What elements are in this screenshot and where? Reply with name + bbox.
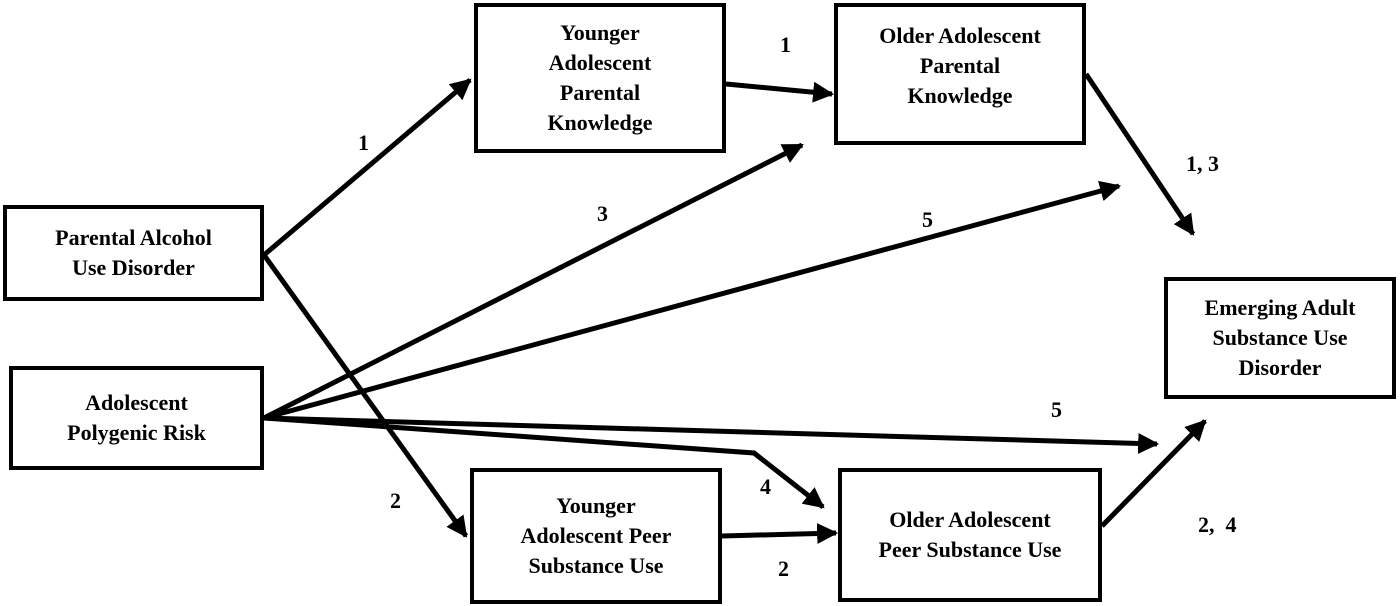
node-older-adolescent-parental-knowledge: Older Adolescent Parental Knowledge xyxy=(834,3,1086,145)
label-older-peer-to-sud: 2, 4 xyxy=(1198,512,1237,537)
arrow-aud-to-younger-knowledge xyxy=(262,78,472,257)
arrow-older-peer-to-sud xyxy=(1100,419,1207,528)
label-older-knowledge-to-sud: 1, 3 xyxy=(1186,151,1219,176)
arrow-younger-to-older-knowledge xyxy=(725,81,835,103)
node-emerging-adult-substance-use-disorder: Emerging Adult Substance Use Disorder xyxy=(1164,277,1396,399)
node-younger-adolescent-parental-knowledge: Younger Adolescent Parental Knowledge xyxy=(474,3,726,153)
label-aud-to-younger-knowledge: 1 xyxy=(358,130,369,155)
label-risk-to-sud-lower: 5 xyxy=(1051,397,1062,422)
label-younger-to-older-knowledge: 1 xyxy=(780,32,791,57)
label-risk-to-sud-upper: 5 xyxy=(922,207,933,232)
arrow-aud-to-younger-peer xyxy=(261,253,469,538)
label-risk-to-older-peer: 4 xyxy=(760,474,771,499)
arrow-younger-to-older-peer xyxy=(721,523,839,544)
node-younger-adolescent-peer-substance-use: Younger Adolescent Peer Substance Use xyxy=(470,468,722,604)
arrow-risk-to-older-peer xyxy=(263,415,825,509)
label-risk-to-older-knowledge: 3 xyxy=(597,201,608,226)
arrow-older-knowledge-to-sud xyxy=(1083,72,1196,236)
node-parental-alcohol-use-disorder: Parental Alcohol Use Disorder xyxy=(3,205,264,301)
node-older-adolescent-peer-substance-use: Older Adolescent Peer Substance Use xyxy=(838,468,1102,602)
label-aud-to-younger-peer: 2 xyxy=(390,488,401,513)
node-adolescent-polygenic-risk: Adolescent Polygenic Risk xyxy=(9,366,264,470)
arrow-risk-to-sud-upper xyxy=(263,180,1122,421)
arrow-risk-to-sud-lower xyxy=(263,415,1160,454)
label-younger-to-older-peer: 2 xyxy=(778,556,789,581)
arrow-risk-to-older-knowledge xyxy=(262,142,804,421)
